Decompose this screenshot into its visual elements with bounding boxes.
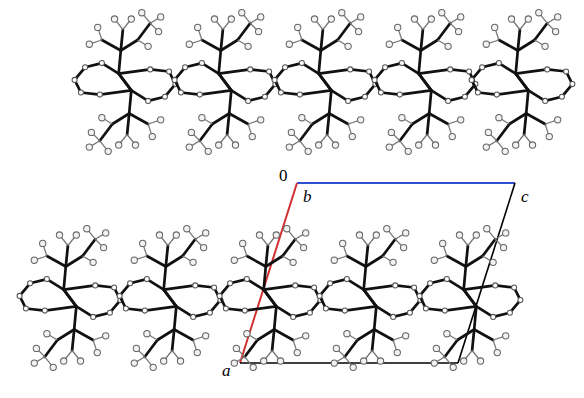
axis-label: b — [303, 188, 312, 205]
axis-label: a — [222, 362, 231, 379]
axis-label: c — [521, 188, 529, 205]
origin-label: 0 — [279, 167, 288, 184]
molecules — [17, 10, 575, 371]
